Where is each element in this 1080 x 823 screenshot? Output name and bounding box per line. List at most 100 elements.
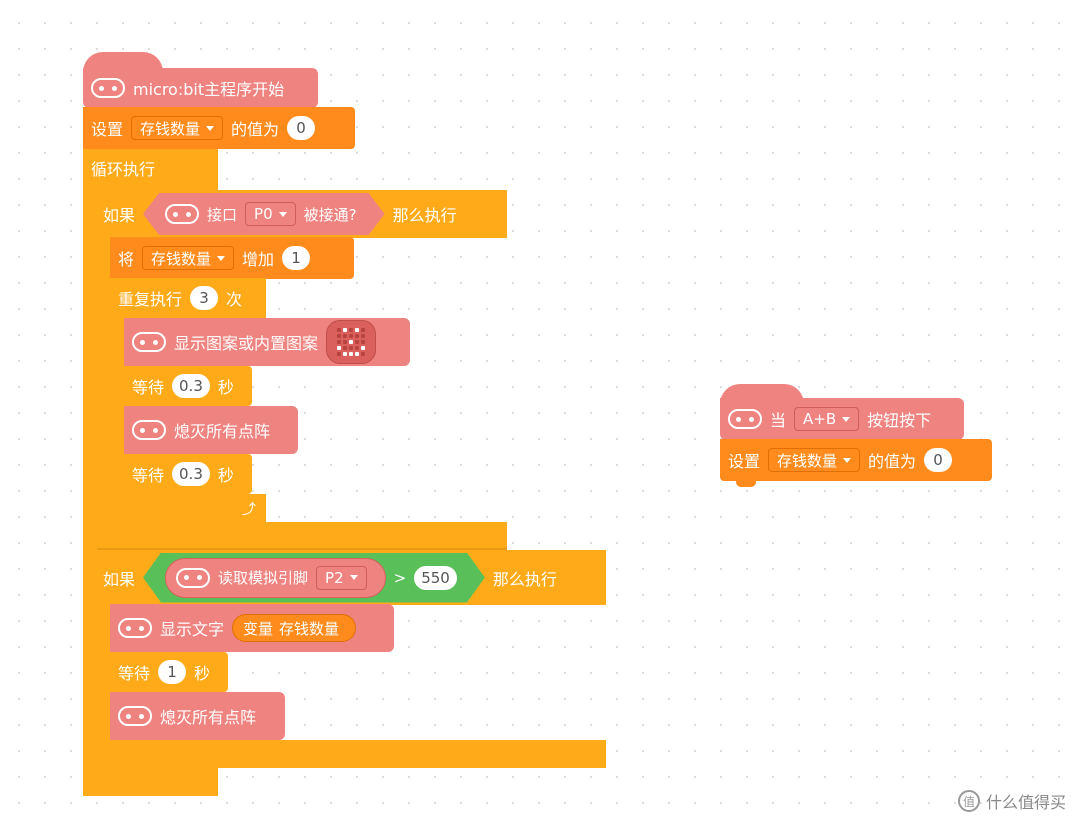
repeat-times-label: 次 [226,290,243,309]
wait-block[interactable]: 等待 0.3 秒 [124,366,252,406]
wait-label: 等待 [132,378,165,397]
led-matrix-picker[interactable] [326,320,377,364]
if2-then-label: 那么执行 [492,569,557,589]
if1-block-shadow [97,548,507,550]
watermark-logo-icon: 值 [957,790,980,812]
wait-label: 等待 [132,466,165,485]
repeat-count-input[interactable]: 3 [190,286,219,310]
compare-operator[interactable]: > [393,568,407,587]
change-variable-block[interactable]: 将 存钱数量 增加 1 [110,237,354,279]
forever-block-top[interactable] [83,148,218,190]
variable-reporter-prefix: 变量 [243,619,274,638]
repeat-block-top[interactable] [110,278,266,320]
pin-dropdown[interactable]: P2 [316,566,367,590]
microbit-icon [118,706,152,726]
variable-dropdown[interactable]: 存钱数量 [131,116,224,140]
wait-unit-label: 秒 [194,664,211,683]
forever-block-bottom [83,768,218,796]
repeat-header-row: 重复执行 3 次 [110,278,250,318]
set-variable-block[interactable]: 设置 存钱数量 的值为 0 [83,107,355,149]
button-hat-prefix: 当 [770,411,787,430]
if2-header-row: 如果 读取模拟引脚 P2 > 550 那么执行 [97,550,565,605]
clear-screen-block[interactable]: 熄灭所有点阵 [110,692,285,740]
set-variable-block[interactable]: 设置 存钱数量 的值为 0 [720,439,992,481]
variable-dropdown-value: 存钱数量 [777,451,838,470]
clear-screen-label: 熄灭所有点阵 [174,422,271,441]
button-dropdown-value: A+B [803,410,837,428]
microbit-icon [118,618,152,638]
variable-dropdown[interactable]: 存钱数量 [142,246,235,270]
main-hat-block-body[interactable]: micro:bit主程序开始 [83,68,318,108]
pin-dropdown-value: P2 [325,568,344,587]
show-text-block[interactable]: 显示文字 变量 存钱数量 [110,604,394,652]
if1-then-label: 那么执行 [392,206,457,225]
variable-dropdown[interactable]: 存钱数量 [768,448,861,472]
variable-dropdown-value: 存钱数量 [151,249,212,268]
clear-screen-label: 熄灭所有点阵 [160,708,257,727]
pin-pressed-label: 被接通? [303,205,357,224]
wait-value-input[interactable]: 0.3 [172,374,210,398]
set-block-bottom-tab [736,480,756,487]
set-value-input[interactable]: 0 [287,116,316,140]
if2-block-bottom [97,740,606,768]
pin-dropdown-value: P0 [254,205,273,223]
forever-block-arm [83,188,97,796]
microbit-icon [132,420,166,440]
pin-label: 接口 [207,205,238,224]
analog-read-label: 读取模拟引脚 [218,569,309,587]
watermark: 值 什么值得买 [957,789,1066,813]
wait-value-input[interactable]: 0.3 [172,462,210,486]
chevron-down-icon [279,212,287,217]
chevron-down-icon [217,255,226,261]
pin-pressed-condition[interactable]: 接口 P0 被接通? [143,193,385,235]
pin-dropdown[interactable]: P0 [245,202,296,226]
button-hat-block-body[interactable]: 当 A+B 按钮按下 [720,398,964,440]
chevron-down-icon [206,125,215,131]
change-label: 将 [118,250,135,269]
if1-block-arm [97,236,110,550]
change-by-label: 增加 [242,250,275,269]
wait-block[interactable]: 等待 1 秒 [110,652,228,692]
microbit-icon [91,78,125,98]
wait-block[interactable]: 等待 0.3 秒 [124,454,252,494]
change-value-input[interactable]: 1 [282,246,311,270]
chevron-down-icon [350,575,358,580]
variable-reporter-name: 存钱数量 [279,619,340,638]
if1-header-row: 如果 接口 P0 被接通? 那么执行 [97,190,465,238]
repeat-arrow-icon: ⤴ [242,502,256,518]
clear-screen-block[interactable]: 熄灭所有点阵 [124,406,298,454]
main-hat-block[interactable] [83,52,163,72]
repeat-block-bottom [110,494,266,522]
microbit-icon [165,204,199,224]
microbit-icon [728,409,762,429]
watermark-text: 什么值得买 [985,793,1066,812]
if2-block-arm [97,603,110,768]
repeat-block-arm [110,318,124,522]
wait-label: 等待 [118,664,151,683]
main-hat-label: micro:bit主程序开始 [133,80,285,99]
show-image-block[interactable]: 显示图案或内置图案 [124,318,410,366]
button-hat-suffix: 按钮按下 [867,411,932,430]
set-value-label: 的值为 [868,452,917,471]
set-value-label: 的值为 [231,120,280,139]
show-image-label: 显示图案或内置图案 [174,334,319,353]
analog-read-reporter[interactable]: 读取模拟引脚 P2 [165,558,386,598]
set-label: 设置 [728,452,761,471]
wait-unit-label: 秒 [217,466,234,485]
forever-label: 循环执行 [91,160,156,179]
variable-reporter[interactable]: 变量 存钱数量 [232,614,357,642]
set-label: 设置 [91,120,124,139]
microbit-icon [132,332,166,352]
forever-block-label-row: 循环执行 [83,148,163,188]
variable-dropdown-value: 存钱数量 [140,119,201,138]
set-value-input[interactable]: 0 [924,448,953,472]
if1-label: 如果 [103,206,136,225]
button-dropdown[interactable]: A+B [794,407,860,431]
chevron-down-icon [843,457,852,463]
wait-value-input[interactable]: 1 [158,660,187,684]
compare-condition[interactable]: 读取模拟引脚 P2 > 550 [143,553,485,603]
microbit-icon [176,568,210,588]
compare-value-input[interactable]: 550 [414,566,457,590]
show-text-label: 显示文字 [160,620,225,639]
if1-block-bottom [97,522,507,550]
